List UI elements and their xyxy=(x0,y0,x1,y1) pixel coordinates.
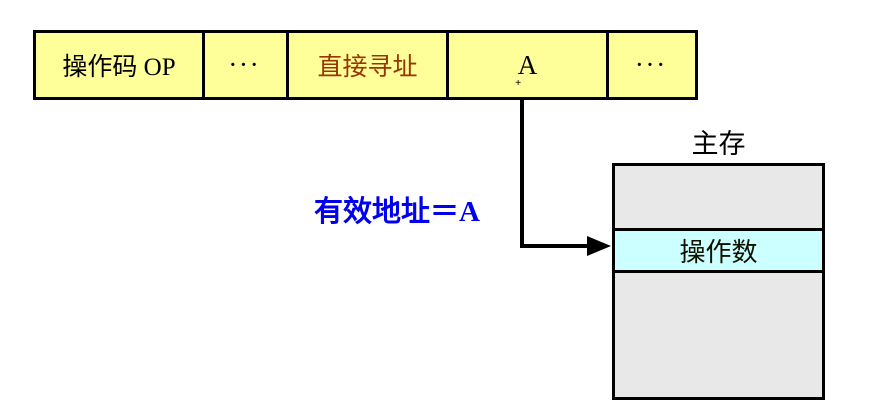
ellipsis-cell-left: ··· xyxy=(202,33,286,97)
operand-label: 操作数 xyxy=(679,238,758,267)
main-memory-title: 主存 xyxy=(691,129,746,159)
memory-cell-divider xyxy=(615,228,822,231)
ellipsis-cell-right: ··· xyxy=(606,33,695,97)
operand-cell: 操作数 xyxy=(615,231,822,270)
arrowhead-icon xyxy=(587,236,611,256)
ellipsis-dots: ··· xyxy=(635,53,668,76)
stray-plus-mark: + xyxy=(515,77,522,89)
address-arrow-horizontal-segment xyxy=(520,244,590,248)
direct-addressing-mode-cell: 直接寻址 xyxy=(286,33,446,97)
memory-cell-empty-top xyxy=(615,166,822,228)
ellipsis-dots: ··· xyxy=(229,53,262,76)
opcode-label: 操作码 OP xyxy=(62,54,176,81)
address-arrow-vertical-segment xyxy=(520,97,524,248)
memory-cell-empty-bottom xyxy=(615,273,822,397)
effective-address-label: 有效地址＝A xyxy=(314,196,480,228)
instruction-format-row: 操作码 OP ··· 直接寻址 A ··· xyxy=(33,30,698,100)
address-field-cell: A xyxy=(446,33,606,97)
memory-cell-divider xyxy=(615,270,822,273)
direct-addressing-label: 直接寻址 xyxy=(317,54,418,81)
main-memory-box: 操作数 xyxy=(612,163,825,400)
opcode-cell: 操作码 OP xyxy=(36,33,202,97)
address-field-label: A xyxy=(517,49,538,80)
